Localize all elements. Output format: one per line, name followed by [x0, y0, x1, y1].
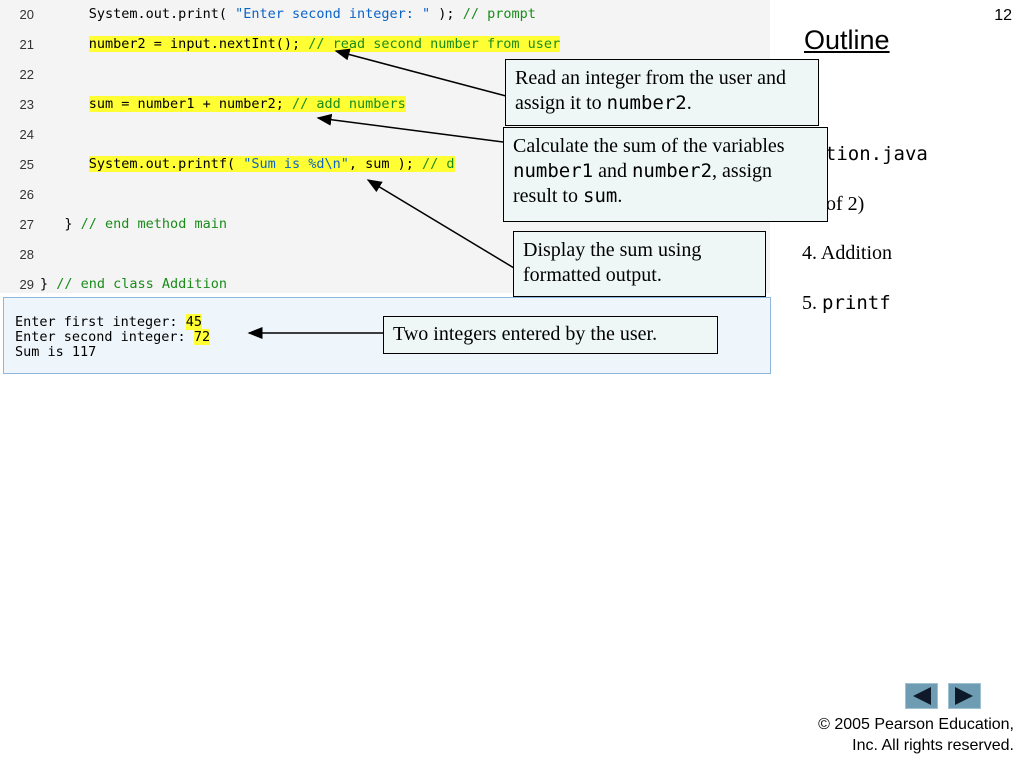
callout-calc-code2: number2	[631, 160, 713, 182]
callout-calc-text1: Calculate the sum of the variables	[513, 135, 785, 157]
code-text: System.out.printf( "Sum is %d\n", sum );…	[40, 156, 455, 172]
string-literal: "Enter second integer: "	[235, 6, 431, 22]
code-comment: // read second number from user	[308, 36, 561, 52]
callout-calc-text3: , assign result to	[513, 160, 773, 207]
callout-calc-code1: number1	[513, 160, 594, 182]
output-line-1: Enter first integer: 45	[15, 314, 202, 330]
code-text: } // end class Addition	[40, 276, 227, 292]
code-line: 25 System.out.printf( "Sum is %d\n", sum…	[0, 150, 770, 180]
line-number: 27	[19, 217, 34, 232]
callout-calculate-sum: Calculate the sum of the variables numbe…	[503, 127, 828, 222]
line-number: 29	[19, 277, 34, 292]
code-token: }	[40, 276, 57, 292]
line-number: 28	[19, 247, 34, 262]
statement: System.out.print( "Enter second integer:…	[89, 6, 536, 22]
output-prompt-1: Enter first integer:	[15, 314, 186, 330]
code-token: }	[64, 216, 81, 232]
outline-title: Outline	[804, 25, 890, 55]
callout-display-sum: Display the sum using formatted output.	[513, 231, 766, 297]
output-line-3: Sum is 117	[15, 345, 96, 360]
callout-entered-text: Two integers entered by the user.	[393, 323, 658, 345]
code-token: );	[430, 6, 463, 22]
callout-read-integer: Read an integer from the user and assign…	[505, 59, 819, 126]
copyright-line-1: © 2005 Pearson Education,	[818, 716, 1014, 733]
code-line: 22	[0, 60, 770, 90]
callout-calc-text4: .	[617, 185, 623, 207]
outline-item-5: 5. printf	[802, 292, 891, 315]
line-number: 23	[19, 97, 34, 112]
code-text: } // end method main	[40, 216, 227, 232]
code-indent	[40, 156, 89, 172]
code-indent	[40, 216, 64, 232]
code-token: number2 = input.nextInt();	[88, 36, 309, 52]
code-text: sum = number1 + number2; // add numbers	[40, 96, 406, 112]
output-line-2: Enter second integer: 72	[15, 329, 211, 345]
code-text: number2 = input.nextInt(); // read secon…	[40, 36, 561, 52]
string-literal: "Sum is %d\n"	[243, 156, 349, 172]
callout-read-code: number2	[606, 92, 687, 114]
code-line: 28	[0, 240, 770, 270]
code-comment: // end method main	[80, 216, 227, 232]
highlighted-statement: sum = number1 + number2; // add numbers	[88, 96, 406, 112]
code-line: 20 System.out.print( "Enter second integ…	[0, 0, 770, 30]
callout-calc-text2: and	[593, 160, 632, 182]
outline-page-of: of 2)	[826, 193, 865, 215]
code-token: System.out.print(	[88, 6, 236, 22]
code-line: 26	[0, 180, 770, 210]
callout-integers-entered: Two integers entered by the user.	[383, 316, 718, 354]
line-number: 20	[19, 7, 34, 22]
code-line: 27 } // end method main	[0, 210, 770, 240]
code-line: 24	[0, 120, 770, 150]
code-indent	[40, 96, 89, 112]
line-number: 26	[19, 187, 34, 202]
previous-slide-button[interactable]	[905, 683, 938, 709]
outline-item-5-code: printf	[822, 292, 891, 314]
triangle-left-icon	[913, 687, 931, 705]
code-line: 23 sum = number1 + number2; // add numbe…	[0, 90, 770, 120]
code-comment: // add numbers	[291, 96, 406, 112]
output-result: Sum is 117	[15, 344, 97, 360]
line-number: 22	[19, 67, 34, 82]
line-number: 25	[19, 157, 34, 172]
callout-calc-code3: sum	[583, 185, 618, 207]
page-number: 12	[994, 7, 1012, 24]
outline-filename-text: dition.java	[802, 143, 928, 165]
code-token: , sum );	[348, 156, 423, 172]
code-comment: // end class Addition	[56, 276, 227, 292]
code-comment: // d	[422, 156, 455, 172]
code-line: 21 number2 = input.nextInt(); // read se…	[0, 30, 770, 60]
output-input-1: 45	[185, 314, 202, 330]
code-text: System.out.print( "Enter second integer:…	[40, 6, 536, 22]
highlighted-statement: number2 = input.nextInt(); // read secon…	[88, 36, 561, 52]
callout-read-end: .	[686, 92, 692, 114]
outline-item-4: 4. Addition	[802, 242, 893, 264]
next-slide-button[interactable]	[948, 683, 981, 709]
triangle-right-icon	[955, 687, 973, 705]
copyright-notice: © 2005 Pearson Education, Inc. All right…	[818, 714, 1014, 756]
output-prompt-2: Enter second integer:	[15, 329, 194, 345]
callout-read-text: Read an integer from the user and assign…	[515, 67, 787, 114]
callout-display-text: Display the sum using formatted output.	[523, 239, 702, 286]
code-line: 29} // end class Addition	[0, 270, 770, 300]
outline-item-5-prefix: 5.	[802, 292, 817, 314]
code-indent	[40, 6, 89, 22]
line-number: 21	[19, 37, 34, 52]
copyright-line-2: Inc. All rights reserved.	[852, 737, 1014, 754]
code-comment: // prompt	[462, 6, 536, 22]
outline-filename: dition.java	[802, 143, 928, 166]
code-token: System.out.printf(	[88, 156, 244, 172]
line-number: 24	[19, 127, 34, 142]
output-input-2: 72	[193, 329, 211, 345]
statement: } // end class Addition	[40, 276, 227, 292]
code-indent	[40, 36, 89, 52]
code-token: sum = number1 + number2;	[88, 96, 292, 112]
highlighted-statement: System.out.printf( "Sum is %d\n", sum );…	[88, 156, 455, 172]
statement: } // end method main	[64, 216, 227, 232]
